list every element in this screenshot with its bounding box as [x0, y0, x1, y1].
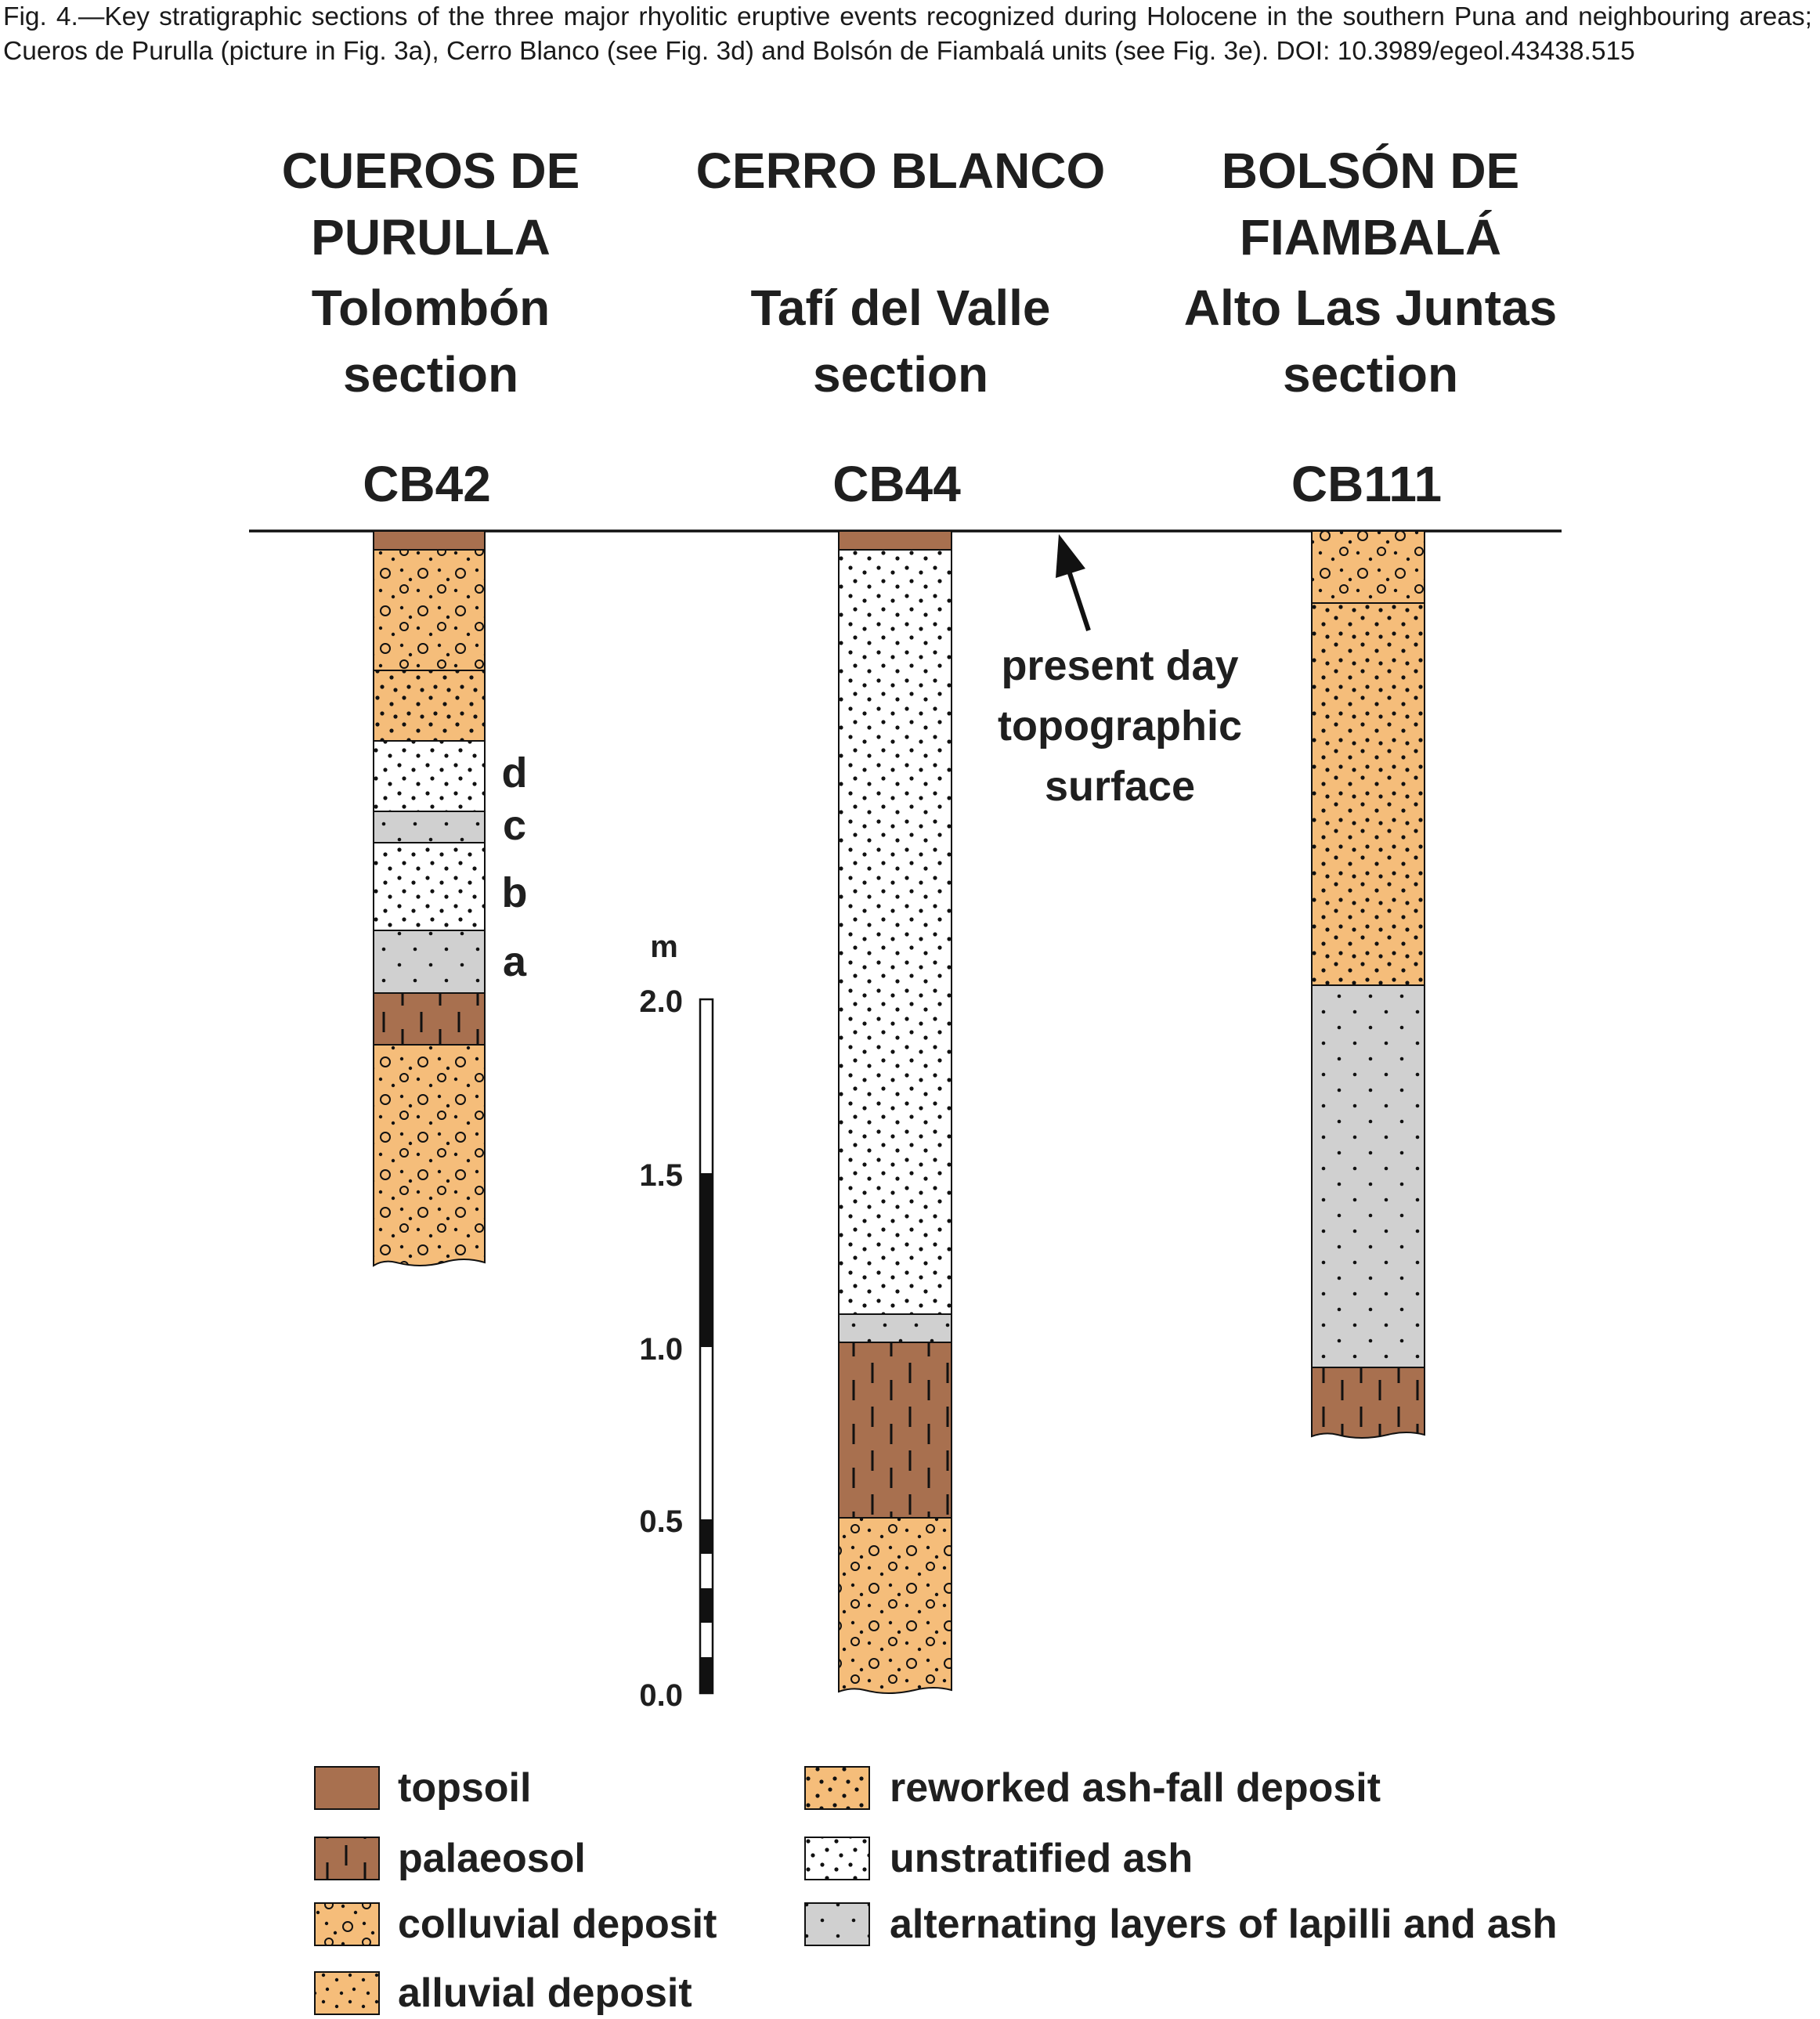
cb42-layer-b	[373, 842, 486, 931]
scale-segment-0.4-0.5	[700, 1519, 713, 1554]
layer-label-b: b	[502, 869, 528, 916]
figure-caption: Fig. 4.—Key stratigraphic sections of th…	[3, 2, 1812, 66]
cb44-title-line1: CERRO BLANCO	[696, 143, 1106, 199]
column-cb44	[838, 530, 952, 1694]
legend-label-alluvial: alluvial deposit	[398, 1970, 692, 2016]
column-cb111	[1311, 530, 1425, 1439]
cb111-layer-palaeosol	[1311, 1367, 1425, 1439]
header-cb111: BOLSÓN DE FIAMBALÁ Alto Las Juntas secti…	[1184, 143, 1558, 512]
cb44-layer-colluvial	[838, 1517, 952, 1694]
legend-label-colluvial: colluvial deposit	[398, 1902, 717, 1947]
cb42-layer-d	[373, 740, 486, 812]
scale-tick-0.5: 0.5	[639, 1504, 683, 1539]
cb44-layer-topsoil	[838, 530, 952, 551]
cb44-layer-unstratified	[838, 549, 952, 1315]
cb42-title-line2: PURULLA	[311, 209, 551, 265]
cb42-code: CB42	[363, 456, 491, 512]
legend-swatch-colluvial	[314, 1902, 380, 1946]
scale-tick-2.0: 2.0	[639, 984, 683, 1019]
legend-swatch-alternating	[804, 1902, 870, 1946]
scale-bar: m 2.0 1.5 1.0 0.5 0.0	[639, 930, 714, 1713]
surface-arrow-head	[1056, 534, 1085, 578]
legend-swatch-palaeosol	[314, 1837, 380, 1880]
cb42-layer-palaeosol	[373, 992, 486, 1046]
legend-label-unstratified: unstratified ash	[890, 1836, 1193, 1881]
layer-labels: d c b a	[502, 749, 528, 985]
cb42-section-line2: section	[343, 346, 518, 403]
header-cb44: CERRO BLANCO Tafí del Valle section CB44	[696, 143, 1106, 512]
scale-tick-1.0: 1.0	[639, 1332, 683, 1367]
scale-segment-1-1.5	[700, 1173, 713, 1347]
cb42-title-line1: CUEROS DE	[282, 143, 580, 199]
legend-swatch-alluvial	[314, 1971, 380, 2015]
cb42-layer-colluvial-upper	[373, 549, 486, 671]
cb44-section-line1: Tafí del Valle	[751, 280, 1051, 336]
scale-segment-0-0.1	[700, 1657, 713, 1693]
scale-segment-0.2-0.3	[700, 1588, 713, 1623]
cb44-layer-palaeosol	[838, 1342, 952, 1519]
layer-label-d: d	[502, 749, 528, 796]
scale-tick-1.5: 1.5	[639, 1158, 683, 1193]
cb111-section-line2: section	[1283, 346, 1458, 403]
cb111-title-line1: BOLSÓN DE	[1222, 143, 1519, 199]
cb111-layer-colluvial	[1311, 530, 1425, 604]
scale-unit: m	[650, 930, 678, 964]
surface-arrow-shaft	[1064, 563, 1091, 631]
legend-swatch-topsoil	[314, 1766, 380, 1810]
column-cb42	[373, 530, 486, 1267]
cb111-layer-reworked	[1311, 602, 1425, 986]
legend-swatch-unstratified	[804, 1837, 870, 1880]
legend-label-topsoil: topsoil	[398, 1765, 531, 1811]
cb42-layer-topsoil	[373, 530, 486, 551]
cb42-layer-c	[373, 811, 486, 843]
cb42-section-line1: Tolombón	[312, 280, 551, 336]
header-cb42: CUEROS DE PURULLA Tolombón section CB42	[282, 143, 580, 512]
cb44-layer-alternating	[838, 1313, 952, 1343]
cb42-layer-a	[373, 930, 486, 994]
legend-label-palaeosol: palaeosol	[398, 1836, 586, 1881]
cb111-section-line1: Alto Las Juntas	[1184, 280, 1558, 336]
cb42-layer-colluvial-lower	[373, 1044, 486, 1267]
cb111-layer-alternating	[1311, 984, 1425, 1368]
surface-label-line2: topographic	[998, 702, 1242, 749]
scale-tick-0.0: 0.0	[639, 1678, 683, 1713]
cb44-section-line2: section	[813, 346, 988, 403]
surface-label-line1: present day	[1001, 642, 1238, 689]
layer-label-c: c	[503, 802, 526, 849]
surface-annotation: present day topographic surface	[998, 534, 1242, 810]
legend-label-alternating: alternating layers of lapilli and ash	[890, 1902, 1557, 1947]
legend-label-reworked: reworked ash-fall deposit	[890, 1765, 1381, 1811]
cb111-title-line2: FIAMBALÁ	[1240, 209, 1501, 265]
layer-label-a: a	[503, 938, 527, 985]
cb44-code: CB44	[832, 456, 961, 512]
surface-label-line3: surface	[1045, 763, 1195, 810]
legend-swatch-reworked	[804, 1766, 870, 1810]
legend	[314, 1766, 870, 2015]
legend-labels: topsoil palaeosol colluvial deposit allu…	[398, 1765, 1557, 2016]
cb111-code: CB111	[1291, 456, 1442, 512]
cb42-layer-reworked	[373, 670, 486, 742]
